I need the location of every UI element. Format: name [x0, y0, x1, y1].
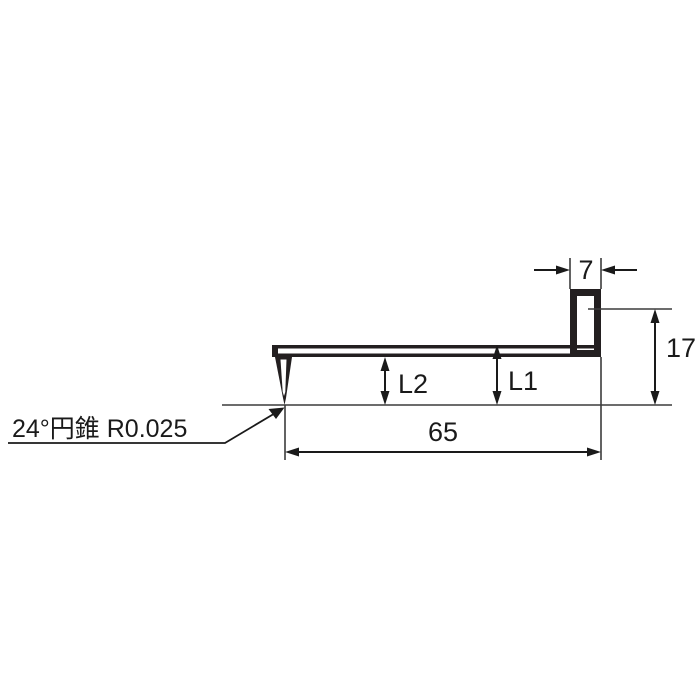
stylus-tip-inner [280, 359, 287, 396]
dimension-length-L1: L1 [492, 345, 538, 405]
arrow-head-L1-bottom [492, 391, 502, 405]
leader-line-path [8, 411, 278, 444]
dimension-label-65: 65 [428, 417, 458, 447]
vertical-end-block [570, 289, 601, 357]
arrow-head-17-top [650, 309, 660, 323]
dimension-label-17: 17 [666, 333, 696, 363]
arrow-head-65-right [587, 447, 601, 457]
dimension-label-L1: L1 [508, 366, 538, 396]
extension-lines [222, 258, 672, 460]
dimension-height-17: 17 [650, 309, 696, 405]
cone-note-label: 24°円錐 R0.025 [12, 415, 187, 443]
dimension-label-7: 7 [578, 255, 593, 285]
leader-arrow-head [268, 407, 285, 419]
arrow-head-L1-top [492, 345, 502, 359]
note-leader [8, 407, 285, 444]
arrow-head-L2-bottom [380, 391, 390, 405]
arrow-head-17-bottom [650, 391, 660, 405]
arrow-head-7-left [556, 265, 570, 275]
dimension-width-7: 7 [534, 255, 637, 285]
arrow-head-L2-top [380, 357, 390, 371]
dimension-length-65: 65 [285, 417, 601, 457]
dimension-label-L2: L2 [398, 369, 428, 399]
horizontal-arm [272, 345, 601, 357]
arrow-head-65-left [285, 447, 299, 457]
part-geometry [272, 289, 601, 405]
arrow-head-7-right [601, 265, 615, 275]
dimension-length-L2: L2 [380, 357, 428, 405]
